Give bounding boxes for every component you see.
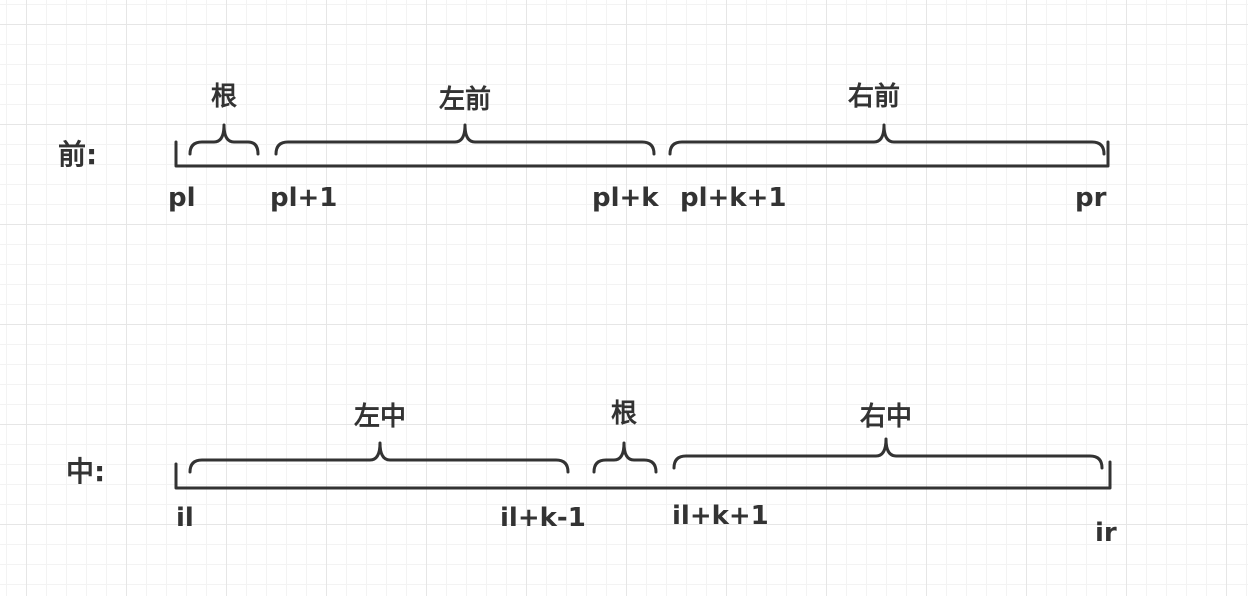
preorder-row-label: 前: — [58, 138, 98, 171]
preorder-right-brace — [668, 123, 1106, 156]
inorder-index-il-plus-k-plus-1: il+k+1 — [672, 501, 769, 531]
preorder-index-pl: pl — [168, 183, 196, 213]
preorder-left-label: 左前 — [438, 85, 492, 115]
preorder-index-pl-plus-1: pl+1 — [270, 183, 338, 213]
inorder-index-il-plus-k-minus-1: il+k-1 — [500, 503, 586, 533]
preorder-root-brace — [188, 123, 260, 156]
inorder-left-brace — [188, 441, 570, 474]
preorder-index-pr: pr — [1075, 183, 1107, 213]
preorder-index-pl-plus-k: pl+k — [592, 183, 659, 213]
inorder-root-label: 根 — [610, 399, 638, 429]
preorder-array-line — [174, 140, 1110, 168]
inorder-right-brace — [672, 437, 1104, 470]
preorder-root-label: 根 — [210, 82, 238, 112]
inorder-right-label: 右中 — [859, 402, 913, 432]
preorder-right-label: 右前 — [847, 82, 901, 112]
inorder-index-il: il — [176, 503, 194, 533]
preorder-index-pl-plus-k-plus-1: pl+k+1 — [680, 183, 787, 213]
inorder-array-line — [174, 460, 1112, 490]
inorder-index-ir: ir — [1095, 518, 1117, 548]
inorder-root-brace — [592, 441, 658, 474]
preorder-left-brace — [274, 123, 656, 156]
inorder-left-label: 左中 — [353, 402, 407, 432]
inorder-row-label: 中: — [66, 455, 106, 488]
